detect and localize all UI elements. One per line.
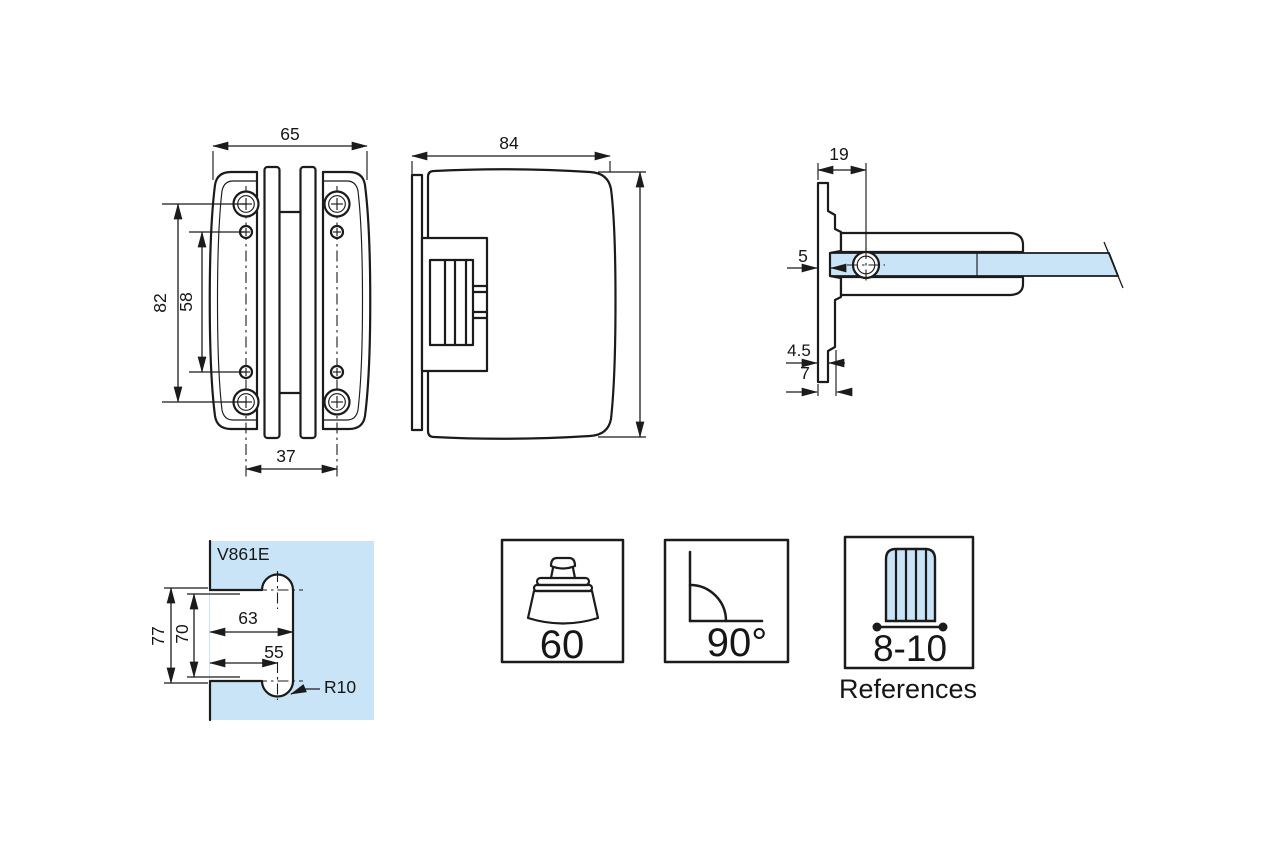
dim-63-label: 63	[238, 608, 257, 628]
dim-plate-thickness: 4.5	[786, 341, 845, 368]
glass-thickness-icon	[872, 547, 948, 632]
screw-bottom-right	[323, 388, 351, 416]
right-clamp-bar	[299, 165, 317, 440]
references-caption: References	[839, 674, 977, 704]
right-plate-inner-contour	[323, 180, 364, 421]
right-plate-outline	[321, 170, 372, 431]
dim-77-label: 77	[148, 626, 168, 645]
dim-65-label: 65	[280, 124, 299, 144]
dim-cutout-depth: 63	[209, 608, 294, 637]
dim-19-label: 19	[829, 144, 848, 164]
screw-heads	[232, 190, 351, 416]
dim-corner-radius: R10	[290, 677, 356, 697]
section-view: 19 5 4.5 7	[786, 144, 1124, 397]
wall-plate-profile	[816, 181, 843, 384]
dim-hole-center-depth: 55	[209, 642, 284, 668]
dim-r10-label: R10	[324, 677, 356, 697]
left-plate-outline	[208, 170, 259, 431]
angle-value-label: 90°	[707, 621, 768, 665]
dim-pivot-offset: 19	[817, 144, 867, 250]
cutout-shape	[210, 573, 295, 698]
screw-top-right	[323, 190, 351, 218]
section-screw	[847, 248, 885, 282]
pin-bottom-right	[329, 364, 345, 380]
weight-badge: 60	[500, 538, 625, 667]
glass-break-line	[1103, 241, 1124, 289]
dim-45-label: 4.5	[787, 341, 811, 360]
weight-value-label: 60	[540, 623, 585, 667]
dim-84-label: 84	[499, 133, 519, 153]
dim-width-top: 65	[212, 124, 368, 180]
dim-37-label: 37	[276, 446, 295, 466]
dim-7-label: 7	[800, 363, 810, 383]
front-view: 65 82 58 37	[150, 124, 372, 477]
dim-side-width: 84	[411, 133, 611, 174]
thickness-value-label: 8-10	[873, 628, 947, 669]
side-view: 84	[410, 133, 646, 440]
dim-cutout-height-inner: 70	[172, 593, 240, 678]
dim-82-label: 82	[150, 293, 170, 312]
dim-width-bottom: 37	[245, 446, 338, 474]
mechanism-inner	[428, 258, 475, 347]
pin-top-right	[329, 224, 345, 240]
dim-55-label: 55	[264, 642, 283, 662]
dim-glass-inset: 5	[787, 246, 847, 273]
left-clamp-bar	[263, 165, 281, 440]
dim-height-outer: 82	[150, 203, 247, 403]
thickness-badge-frame	[843, 535, 975, 670]
wall-plate	[410, 173, 424, 432]
dim-backplate-depth: 7	[786, 350, 853, 397]
template-view: V861E 77 70 63 55	[148, 539, 374, 722]
model-label: V861E	[217, 544, 270, 564]
dim-height-inner: 58	[176, 231, 245, 373]
angle-badge: 90°	[663, 538, 790, 665]
thickness-badge: 8-10	[843, 535, 975, 670]
dim-58-label: 58	[176, 292, 196, 311]
dim-70-label: 70	[172, 624, 192, 644]
hinge-body-outline	[426, 168, 617, 440]
weight-badge-frame	[500, 538, 625, 664]
weight-icon	[526, 556, 600, 625]
dim-cutout-height-outer: 77	[148, 587, 208, 684]
right-angle-icon	[688, 550, 764, 623]
angle-badge-frame	[663, 538, 790, 664]
dim-side-height	[598, 171, 646, 438]
dim-5-label: 5	[798, 246, 808, 266]
left-plate-inner-contour	[216, 180, 257, 421]
clamp-pad-top	[839, 231, 1025, 254]
clamp-pad-bottom	[839, 275, 1025, 297]
